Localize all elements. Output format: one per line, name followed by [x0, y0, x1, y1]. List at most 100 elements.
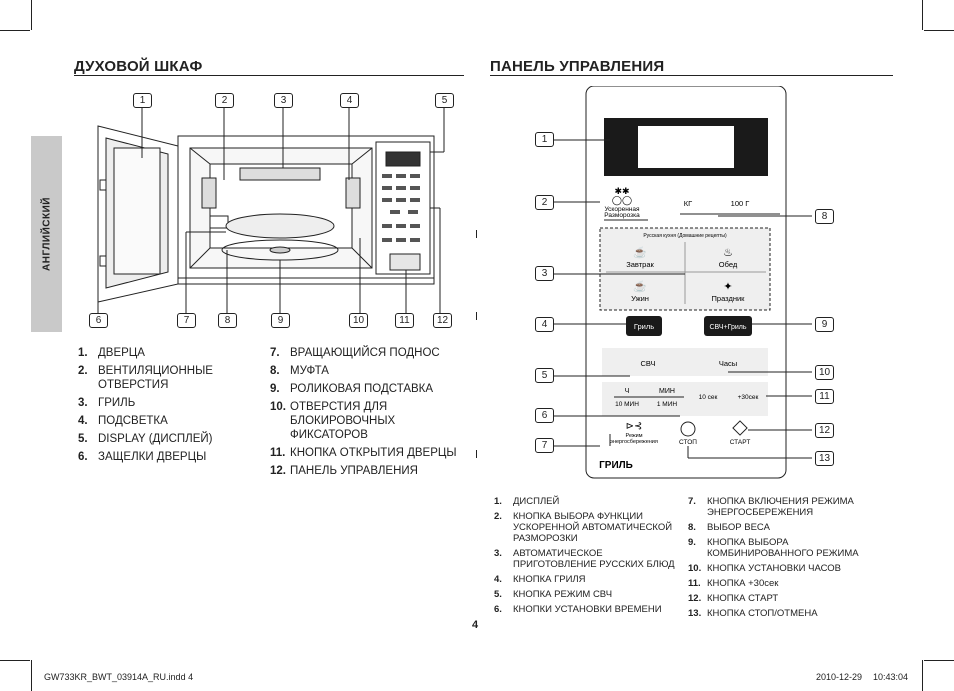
- panel-callout-3: 3: [535, 266, 554, 281]
- list-item: 11.КНОПКА +30сек: [688, 578, 779, 589]
- svg-text:⊳⊰: ⊳⊰: [626, 421, 643, 432]
- panel-parts-list-left: 1.ДИСПЛЕЙ 2.КНОПКА ВЫБОРА ФУНКЦИИ УСКОРЕ…: [494, 496, 684, 619]
- list-item: 1.ДВЕРЦА: [78, 347, 145, 359]
- ten-min-label: 10 МИН: [615, 401, 639, 408]
- svg-text:☕: ☕: [633, 245, 647, 259]
- panel-callout-5: 5: [535, 368, 554, 383]
- panel-callout-9: 9: [815, 317, 834, 332]
- hour-label: Ч: [625, 388, 630, 395]
- eco-label-1: Режим: [626, 433, 643, 439]
- svg-text:♨: ♨: [723, 247, 733, 259]
- crop-mark: [922, 0, 923, 30]
- oven-callout-5: 5: [435, 93, 454, 108]
- brand-label: ГРИЛЬ: [599, 460, 633, 471]
- list-item: 9.КНОПКА ВЫБОРА КОМБИНИРОВАННОГО РЕЖИМА: [688, 537, 859, 559]
- start-label: СТАРТ: [730, 439, 751, 446]
- list-item: 4.ПОДСВЕТКА: [78, 415, 168, 427]
- panel-parts-list-right: 7.КНОПКА ВКЛЮЧЕНИЯ РЕЖИМА ЭНЕРГОСБЕРЕЖЕН…: [688, 496, 864, 623]
- lunch-label: Обед: [719, 260, 738, 269]
- oven-section-title: ДУХОВОЙ ШКАФ: [74, 58, 203, 75]
- list-item: 4.КНОПКА ГРИЛЯ: [494, 574, 586, 585]
- crop-mark: [476, 230, 477, 238]
- stop-label: СТОП: [679, 439, 697, 446]
- ten-sec-label: 10 сек: [699, 394, 718, 401]
- clock-label: Часы: [719, 359, 737, 368]
- panel-title-rule: [490, 75, 893, 76]
- oven-callout-4: 4: [340, 93, 359, 108]
- svg-text:✱✱: ✱✱: [614, 186, 629, 196]
- oven-callout-12: 12: [433, 313, 452, 328]
- oven-parts-list-right: 7.ВРАЩАЮЩИЙСЯ ПОДНОС 8.МУФТА 9.РОЛИКОВАЯ…: [270, 346, 470, 482]
- list-item: 13.КНОПКА СТОП/ОТМЕНА: [688, 608, 818, 619]
- 100g-label: 100 Г: [731, 199, 750, 208]
- oven-callout-3: 3: [274, 93, 293, 108]
- crop-mark: [31, 660, 32, 691]
- list-item: 10.КНОПКА УСТАНОВКИ ЧАСОВ: [688, 563, 841, 574]
- oven-callout-8: 8: [218, 313, 237, 328]
- list-item: 12.ПАНЕЛЬ УПРАВЛЕНИЯ: [270, 465, 418, 477]
- side-language-tab: АНГЛИЙСКИЙ: [31, 136, 62, 332]
- panel-section-title: ПАНЕЛЬ УПРАВЛЕНИЯ: [490, 58, 665, 75]
- control-panel-diagram: ✱✱ ◯◯ Ускоренная Разморозка КГ 100 Г Рус…: [554, 86, 812, 479]
- list-item: 10.ОТВЕРСТИЯ ДЛЯ БЛОКИРОВОЧНЫХ ФИКСАТОРО…: [270, 401, 396, 441]
- panel-callout-10: 10: [815, 365, 834, 380]
- list-item: 1.ДИСПЛЕЙ: [494, 496, 560, 507]
- oven-callout-6: 6: [89, 313, 108, 328]
- list-item: 6.КНОПКИ УСТАНОВКИ ВРЕМЕНИ: [494, 604, 662, 615]
- svg-text:✦: ✦: [723, 281, 732, 293]
- crop-mark: [0, 30, 30, 31]
- plus30-label: +30сек: [738, 394, 759, 401]
- grill-button-label: Гриль: [634, 322, 654, 331]
- list-item: 2.ВЕНТИЛЯЦИОННЫЕ ОТВЕРСТИЯ: [78, 365, 213, 391]
- side-tab-label: АНГЛИЙСКИЙ: [41, 197, 52, 271]
- panel-callout-13: 13: [815, 451, 834, 466]
- oven-callout-2: 2: [215, 93, 234, 108]
- oven-callout-1: 1: [133, 93, 152, 108]
- breakfast-label: Завтрак: [626, 260, 654, 269]
- list-item: 7.КНОПКА ВКЛЮЧЕНИЯ РЕЖИМА ЭНЕРГОСБЕРЕЖЕН…: [688, 496, 854, 518]
- list-item: 5.КНОПКА РЕЖИМ СВЧ: [494, 589, 613, 600]
- defrost-label-2: Разморозка: [604, 212, 640, 219]
- list-item: 6.ЗАЩЕЛКИ ДВЕРЦЫ: [78, 451, 207, 463]
- footer-date: 2010-12-29: [816, 672, 863, 682]
- crop-mark: [476, 450, 477, 458]
- list-item: 3.АВТОМАТИЧЕСКОЕ ПРИГОТОВЛЕНИЕ РУССКИХ Б…: [494, 548, 675, 570]
- russian-cuisine-label: Русская кухня (Домашние рецепты): [643, 233, 727, 239]
- list-item: 12.КНОПКА СТАРТ: [688, 593, 779, 604]
- dinner-label: Ужин: [631, 294, 649, 303]
- panel-callout-4: 4: [535, 317, 554, 332]
- list-item: 11.КНОПКА ОТКРЫТИЯ ДВЕРЦЫ: [270, 447, 457, 459]
- crop-mark: [31, 0, 32, 30]
- list-item: 5.DISPLAY (ДИСПЛЕЙ): [78, 433, 213, 445]
- microwave-label: СВЧ: [640, 359, 655, 368]
- oven-diagram: [97, 106, 445, 314]
- crop-mark: [922, 660, 923, 691]
- crop-mark: [924, 660, 954, 661]
- combo-button-label: СВЧ+Гриль: [709, 324, 746, 331]
- minute-label: МИН: [659, 388, 675, 395]
- page-number: 4: [472, 619, 479, 631]
- svg-text:☕: ☕: [633, 279, 647, 293]
- panel-callout-6: 6: [535, 408, 554, 423]
- oven-title-rule: [74, 75, 464, 76]
- holiday-label: Праздник: [712, 294, 746, 303]
- kg-label: КГ: [684, 199, 692, 208]
- oven-callout-11: 11: [395, 313, 414, 328]
- list-item: 8.МУФТА: [270, 365, 329, 377]
- oven-callout-10: 10: [349, 313, 368, 328]
- oven-callout-9: 9: [271, 313, 290, 328]
- eco-label-2: энергосбережения: [610, 439, 658, 445]
- list-item: 3.ГРИЛЬ: [78, 397, 136, 409]
- one-min-label: 1 МИН: [657, 401, 678, 408]
- panel-callout-11: 11: [815, 389, 834, 404]
- crop-mark: [0, 660, 30, 661]
- oven-parts-list-left: 1.ДВЕРЦА 2.ВЕНТИЛЯЦИОННЫЕ ОТВЕРСТИЯ 3.ГР…: [78, 346, 250, 468]
- crop-mark: [924, 30, 954, 31]
- list-item: 2.КНОПКА ВЫБОРА ФУНКЦИИ УСКОРЕННОЙ АВТОМ…: [494, 511, 673, 544]
- list-item: 9.РОЛИКОВАЯ ПОДСТАВКА: [270, 383, 434, 395]
- oven-callout-7: 7: [177, 313, 196, 328]
- footer-file-name: GW733KR_BWT_03914A_RU.indd 4: [44, 672, 194, 682]
- crop-mark: [476, 312, 477, 320]
- panel-callout-12: 12: [815, 423, 834, 438]
- panel-callout-1: 1: [535, 132, 554, 147]
